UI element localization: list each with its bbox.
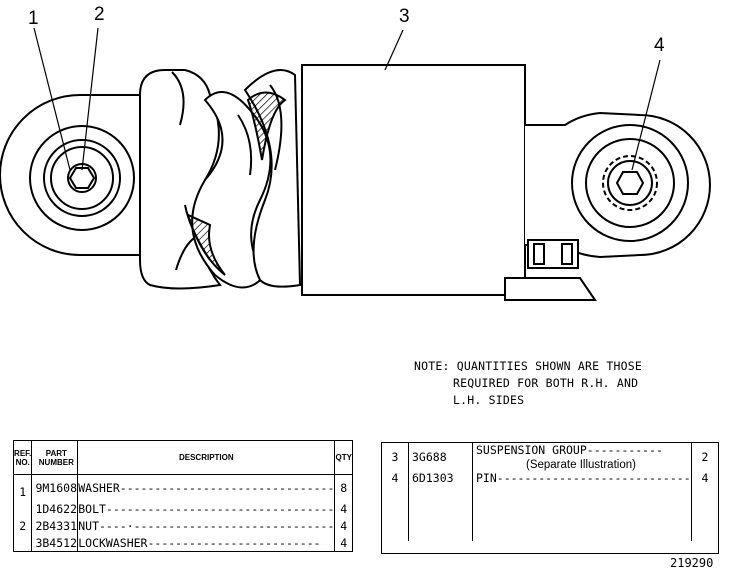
- table-row: 3 3G688 SUSPENSION GROUP----------- (Sep…: [382, 443, 718, 471]
- part-number-cell: 9M1608: [31, 474, 79, 500]
- left-bushing-outer: [29, 125, 135, 231]
- header-part-number: PART NUMBER: [31, 441, 79, 475]
- qty-cell: 8: [340, 480, 348, 495]
- callout-4: 4: [654, 35, 665, 56]
- description-text: SUSPENSION GROUP-----------: [476, 443, 663, 457]
- qty-cell: 2: [701, 450, 709, 464]
- ref-cell: 3: [382, 443, 409, 471]
- table-row: 1 9M1608 WASHER-------------------------…: [14, 474, 352, 500]
- table-row: 2 2B4331 NUT----·-----------------------…: [14, 517, 352, 534]
- header-qty: QTY: [334, 441, 352, 475]
- note-line-1: NOTE: QUANTITIES SHOWN ARE THOSE: [414, 359, 642, 373]
- note-line-2: REQUIRED FOR BOTH R.H. AND: [453, 376, 639, 390]
- header-ref-no: REF. NO.: [14, 441, 33, 475]
- ref-cell: 2: [14, 517, 33, 534]
- right-bolt-head: [615, 171, 645, 195]
- header-description: DESCRIPTION: [77, 441, 336, 475]
- description-subtext: (Separate Illustration): [526, 459, 636, 471]
- qty-cell: 4: [340, 535, 348, 550]
- ref-cell: 1: [14, 474, 33, 500]
- description-cell: SUSPENSION GROUP----------- (Separate Il…: [472, 443, 692, 471]
- quantity-note: NOTE: QUANTITIES SHOWN ARE THOSE REQUIRE…: [414, 358, 642, 409]
- callout-1: 1: [28, 8, 39, 29]
- cylinder-barrel: [301, 64, 526, 296]
- left-bolt-head: [68, 167, 96, 189]
- part-number-cell: 2B4331: [31, 517, 79, 534]
- table-row: 4 6D1303 PIN----------------------------…: [382, 471, 718, 541]
- ref-cell: 4: [382, 471, 409, 541]
- callout-3: 3: [399, 6, 410, 27]
- ref-cell: [14, 500, 33, 517]
- note-line-3: L.H. SIDES: [453, 393, 525, 407]
- right-bushing-outer: [571, 124, 689, 242]
- ref-cell: [14, 534, 33, 551]
- table-row: 1D4622 BOLT-----------------------------…: [14, 500, 352, 517]
- qty-cell: 4: [340, 518, 348, 533]
- qty-cell: 4: [340, 501, 348, 516]
- cylinder-drawing: [0, 27, 711, 301]
- table-row: 3B4512 LOCKWASHER-----------------------…: [14, 534, 352, 551]
- left-eye: [0, 94, 140, 256]
- description-cell: WASHER-------------------------------: [77, 474, 336, 500]
- parts-table-left: REF. NO. PART NUMBER DESCRIPTION QTY 1 9…: [13, 440, 353, 552]
- part-number-cell: 1D4622: [31, 500, 79, 517]
- part-number-cell: 6D1303: [408, 471, 473, 541]
- description-cell: NUT----·-----------------------------: [77, 517, 336, 534]
- mount-plate: [504, 277, 597, 301]
- qty-cell: 4: [701, 471, 709, 485]
- description-cell: PIN----------------------------: [472, 471, 692, 541]
- description-cell: LOCKWASHER-------------------------: [77, 534, 336, 551]
- rod-break-right: [243, 69, 302, 288]
- description-cell: BOLT---------------------------------: [77, 500, 336, 517]
- parts-table-right: 3 3G688 SUSPENSION GROUP----------- (Sep…: [381, 442, 719, 554]
- callout-2: 2: [94, 4, 105, 25]
- figure-number: 219290: [670, 556, 714, 570]
- part-number-cell: 3G688: [408, 443, 473, 471]
- part-number-cell: 3B4512: [31, 534, 79, 551]
